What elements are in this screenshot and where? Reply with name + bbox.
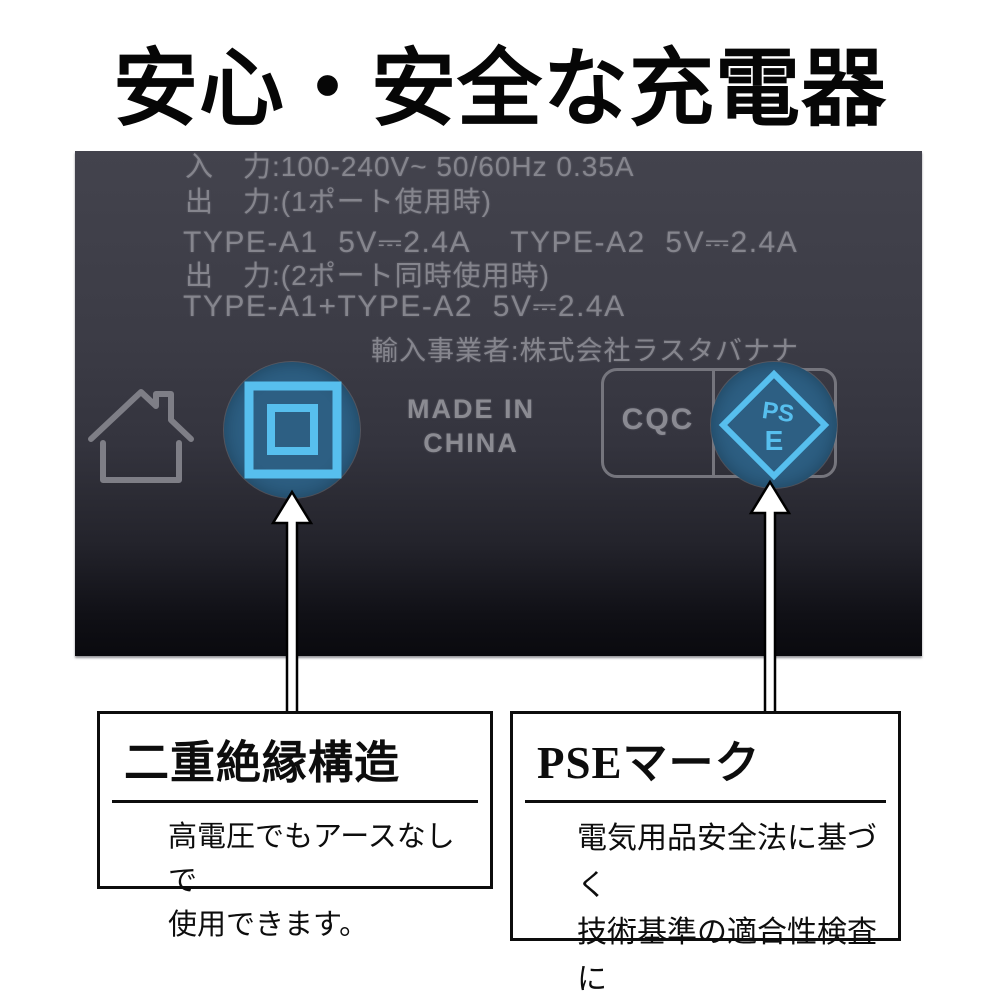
callout-body-double-insulation: 高電圧でもアースなしで 使用できます。 — [168, 815, 480, 947]
page-title: 安心・安全な充電器 — [112, 43, 887, 137]
cqc-mark: CQC — [621, 403, 695, 436]
callout-double-insulation: 二重絶縁構造 高電圧でもアースなしで 使用できます。 — [97, 711, 493, 941]
callout-body-pse: 電気用品安全法に基づく 技術基準の適合性検査に 合格しています。 — [577, 815, 888, 1000]
spec-line-input: 入 力:100-240V~ 50/60Hz 0.35A — [185, 151, 635, 182]
pse-highlight-circle: PS E — [711, 362, 837, 488]
heading-divider — [112, 800, 478, 803]
pse-text-bottom: E — [765, 425, 784, 456]
spec-line-output2: 出 力:(2ポート同時使用時) — [185, 260, 551, 291]
body-line: 電気用品安全法に基づく — [577, 822, 877, 902]
made-in-line1: MADE IN — [407, 394, 535, 424]
right-callout-arrow — [748, 479, 792, 717]
callout-pse-mark: PSEマーク 電気用品安全法に基づく 技術基準の適合性検査に 合格しています。 — [510, 711, 901, 996]
pse-diamond-icon: PS E — [718, 369, 830, 481]
spec-line-importer: 輸入事業者:株式会社ラスタバナナ — [371, 336, 799, 366]
made-in-china-text: MADE IN CHINA — [393, 392, 549, 460]
heading-divider — [525, 800, 886, 803]
callout-heading-pse: PSEマーク — [537, 738, 761, 788]
body-line: 技術基準の適合性検査に — [577, 916, 877, 996]
spec-line-output1-values: TYPE-A1 5V⎓2.4A TYPE-A2 5V⎓2.4A — [183, 226, 799, 259]
double-insulation-icon — [244, 381, 342, 479]
body-line: 高電圧でもアースなしで — [168, 821, 455, 897]
body-line: 使用できます。 — [168, 909, 369, 941]
spec-line-output1: 出 力:(1ポート使用時) — [185, 186, 493, 217]
house-icon — [88, 389, 194, 483]
charger-photo: 入 力:100-240V~ 50/60Hz 0.35A 出 力:(1ポート使用時… — [75, 151, 922, 656]
made-in-line2: CHINA — [423, 428, 519, 458]
left-callout-arrow — [270, 489, 314, 717]
pse-text-top: PS — [760, 397, 795, 428]
spec-line-output2-values: TYPE-A1+TYPE-A2 5V⎓2.4A — [183, 290, 626, 323]
callout-heading-double-insulation: 二重絶縁構造 — [124, 738, 401, 788]
double-insulation-highlight-circle — [224, 362, 360, 498]
